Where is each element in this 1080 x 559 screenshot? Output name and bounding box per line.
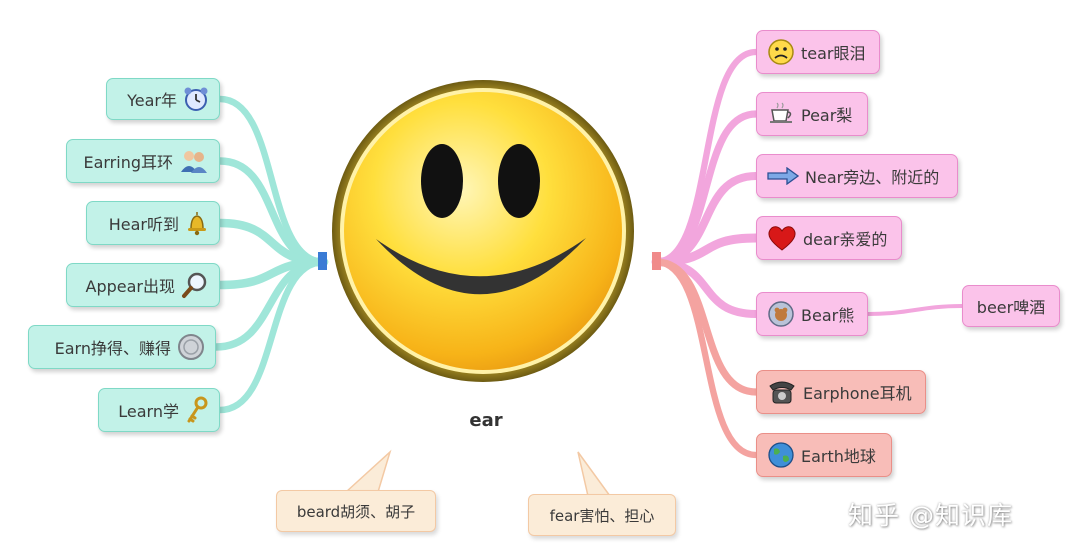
node-label: Earn挣得、赚得 — [54, 339, 171, 358]
node-label: beer啤酒 — [976, 298, 1046, 317]
telephone-icon — [769, 381, 795, 404]
node-label: Year年 — [127, 91, 177, 110]
magnifier-icon — [182, 272, 207, 298]
node-year[interactable]: Year年 — [106, 78, 220, 120]
node-tear[interactable]: tear眼泪 — [756, 30, 880, 74]
link-right-0 — [652, 48, 760, 266]
people-icon — [181, 151, 207, 173]
callout-pointer-fear — [577, 451, 612, 497]
node-label: Near旁边、附近的 — [805, 168, 940, 187]
alarm-clock-icon — [184, 87, 208, 111]
center-topic-label: ear — [469, 410, 503, 431]
node-near[interactable]: Near旁边、附近的 — [756, 154, 958, 198]
node-earring[interactable]: Earring耳环 — [66, 139, 220, 183]
callout-pointer-beard — [344, 449, 392, 493]
node-earn[interactable]: Earn挣得、赚得 — [28, 325, 216, 369]
watermark: 知乎 @知识库 — [848, 501, 1013, 530]
coin-icon — [178, 334, 204, 360]
smiley-mouth — [376, 238, 586, 295]
node-earphone[interactable]: Earphone耳机 — [756, 370, 926, 414]
sad-face-icon — [768, 39, 794, 65]
link-right-3 — [651, 233, 761, 267]
callout-label: beard胡须、胡子 — [296, 502, 416, 521]
link-bear-beer — [866, 304, 964, 316]
link-left-5 — [216, 258, 328, 414]
node-label: Appear出现 — [85, 277, 176, 296]
arrow-right-icon — [767, 167, 799, 185]
node-label: tear眼泪 — [801, 44, 866, 63]
node-earth[interactable]: Earth地球 — [756, 433, 892, 477]
node-appear[interactable]: Appear出现 — [66, 263, 220, 307]
smiley-left-eye — [421, 144, 463, 218]
node-dear[interactable]: dear亲爱的 — [756, 216, 902, 260]
globe-icon — [768, 442, 794, 468]
node-label: dear亲爱的 — [803, 230, 888, 249]
node-hear[interactable]: Hear听到 — [86, 201, 220, 245]
left-hub — [318, 252, 327, 270]
node-pear[interactable]: Pear梨 — [756, 92, 868, 136]
coffee-cup-icon — [770, 102, 792, 123]
node-bear[interactable]: Bear熊 — [756, 292, 868, 336]
node-beer[interactable]: beer啤酒 — [962, 285, 1060, 327]
node-label: Hear听到 — [108, 215, 179, 234]
bear-icon — [768, 301, 794, 327]
key-icon — [187, 396, 208, 423]
smiley-face-icon — [332, 80, 634, 382]
node-label: Earphone耳机 — [803, 384, 912, 403]
link-right-6 — [652, 258, 760, 459]
node-label: Pear梨 — [801, 106, 853, 125]
node-learn[interactable]: Learn学 — [98, 388, 220, 432]
callout-fear[interactable]: fear害怕、担心 — [528, 494, 676, 536]
callout-beard[interactable]: beard胡须、胡子 — [276, 490, 436, 532]
node-label: Earring耳环 — [83, 153, 173, 172]
bell-icon — [188, 212, 206, 236]
callout-label: fear害怕、担心 — [549, 506, 655, 525]
node-label: Bear熊 — [801, 306, 855, 325]
right-hub — [652, 252, 661, 270]
node-label: Earth地球 — [801, 447, 876, 466]
node-label: Learn学 — [118, 402, 179, 421]
heart-icon — [768, 226, 796, 251]
smiley-right-eye — [498, 144, 540, 218]
